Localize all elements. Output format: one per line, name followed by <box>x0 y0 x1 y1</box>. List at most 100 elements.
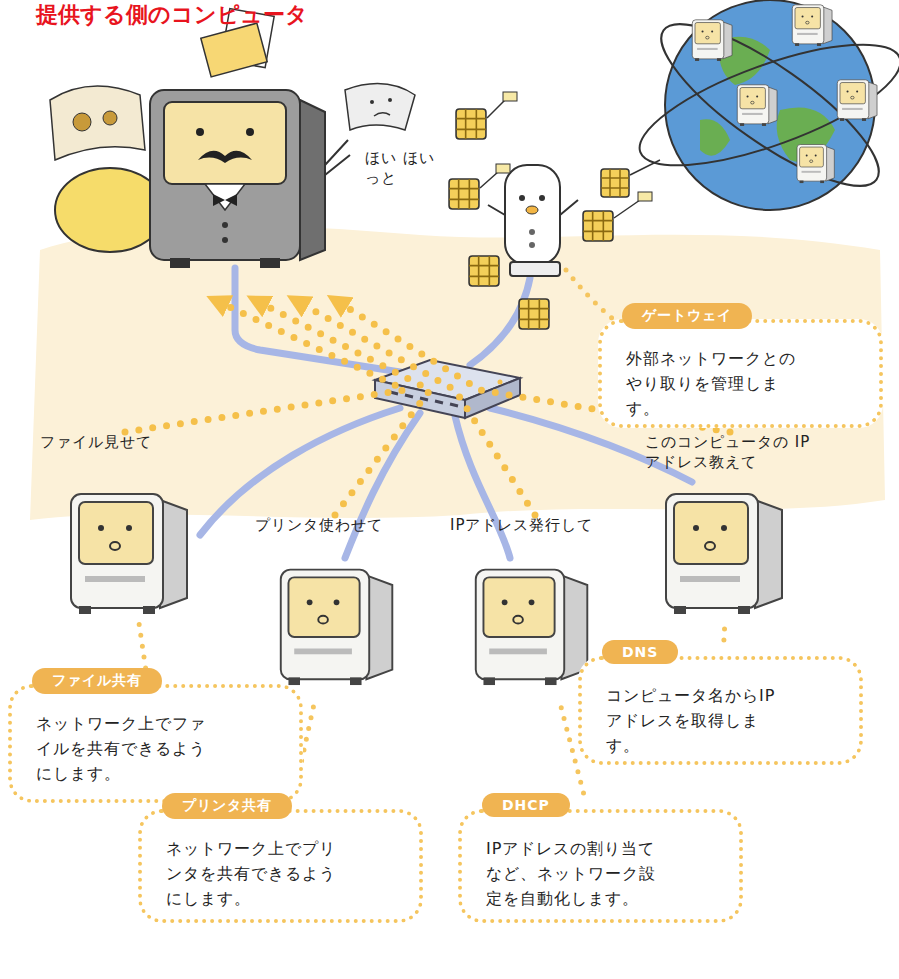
packet <box>449 179 479 209</box>
server-speech: ほい ほいっと <box>365 148 445 189</box>
callout-box: DNS コンピュータ名からIPアドレスを取得します。 <box>578 640 863 765</box>
callout-frame: コンピュータ名からIPアドレスを取得します。 <box>578 656 863 765</box>
gear <box>73 113 91 131</box>
callout-leader <box>139 624 146 668</box>
request-line <box>255 300 430 515</box>
callout-box: ゲートウェイ外部ネットワークとのやり取りを管理します。 <box>598 303 883 428</box>
router-eye <box>539 195 545 201</box>
callout-leader <box>566 270 612 318</box>
server-eye <box>246 128 254 136</box>
background-blob <box>30 226 885 520</box>
server-eye <box>196 128 204 136</box>
orbit-line <box>642 0 899 211</box>
packet-tag <box>503 92 517 101</box>
packet-string <box>480 100 660 218</box>
packet-tag <box>496 164 510 173</box>
callout-box: DHCP IPアドレスの割り当てなど、ネットワーク設定を自動化します。 <box>458 793 743 923</box>
request-speech: プリンタ使わせて <box>255 515 425 535</box>
packet <box>583 211 613 241</box>
callout-box: プリンタ共有ネットワーク上でプリンタを共有できるようにします。 <box>138 793 423 923</box>
client-computer <box>666 494 782 614</box>
cable <box>200 408 400 535</box>
hub-ports <box>390 392 458 406</box>
router-body <box>505 165 560 265</box>
printout-eye <box>388 98 392 102</box>
server-node: ほい ほいっと <box>140 40 440 300</box>
button <box>222 222 228 228</box>
printout-mouth <box>374 113 390 116</box>
client-computer <box>476 570 588 685</box>
money-bag <box>55 168 165 252</box>
callout-heading: DNS <box>602 640 678 664</box>
client-node: このコンピュータの IPアドレス教えて <box>630 432 830 624</box>
bowtie <box>213 194 237 206</box>
server-character <box>50 9 415 268</box>
callout-heading: ゲートウェイ <box>622 303 752 329</box>
request-speech: IPアドレス発行して <box>450 515 628 535</box>
packet <box>601 169 629 197</box>
callout-frame: 外部ネットワークとのやり取りを管理します。 <box>598 319 883 428</box>
client-node: プリンタ使わせて <box>240 515 430 700</box>
callout-leader <box>559 700 583 793</box>
orbit-line <box>627 20 899 190</box>
remote-computer <box>837 80 877 121</box>
router-base <box>510 262 560 276</box>
callout-heading: プリンタ共有 <box>162 793 292 819</box>
callout-box: ファイル共有ネットワーク上でファイルを共有できるようにします。 <box>8 668 303 803</box>
router-light <box>529 229 535 235</box>
request-speech: ファイル見せて <box>40 432 210 452</box>
mustache <box>198 151 252 163</box>
hub <box>375 360 520 418</box>
packets <box>449 92 660 329</box>
remote-computer <box>692 20 732 61</box>
remote-computer <box>797 145 834 184</box>
remote-computer <box>792 5 832 46</box>
server-foot <box>260 258 280 268</box>
client-computer <box>281 570 393 685</box>
callout-heading: ファイル共有 <box>32 668 162 694</box>
router-beak <box>526 206 538 214</box>
packet <box>456 109 486 139</box>
folder <box>201 23 267 77</box>
client-computer <box>71 494 187 614</box>
router-eye <box>519 195 525 201</box>
router-arm <box>488 200 578 215</box>
diagram-title: 提供する側のコンピュータ <box>36 0 308 30</box>
callout-frame: ネットワーク上でプリンタを共有できるようにします。 <box>138 809 423 923</box>
callout-heading: DHCP <box>482 793 570 817</box>
hub-light <box>498 380 503 385</box>
cable <box>345 413 420 558</box>
cable <box>235 268 400 372</box>
server-foot <box>170 258 190 268</box>
server-hand <box>325 140 350 175</box>
callout-leader <box>295 700 315 793</box>
globe <box>627 0 899 211</box>
callout-text: 外部ネットワークとのやり取りを管理します。 <box>626 347 804 421</box>
request-line <box>335 300 730 432</box>
callout-frame: ネットワーク上でファイルを共有できるようにします。 <box>8 684 303 803</box>
remote-computer <box>737 85 777 126</box>
request-line <box>125 300 405 432</box>
router-light <box>529 242 535 248</box>
callout-text: コンピュータ名からIPアドレスを取得します。 <box>606 684 784 758</box>
printout-eye <box>370 100 374 104</box>
callout-text: IPアドレスの割り当てなど、ネットワーク設定を自動化します。 <box>486 837 664 911</box>
server-side <box>300 100 325 260</box>
continent <box>700 119 730 155</box>
server-screen <box>164 102 286 184</box>
printout <box>345 84 415 130</box>
hub-front <box>375 380 465 418</box>
packet <box>519 299 549 329</box>
hub-side <box>465 378 520 418</box>
cable <box>455 416 510 558</box>
packet-tag <box>638 192 652 201</box>
server-body <box>150 90 300 260</box>
gear <box>103 111 117 125</box>
callout-text: ネットワーク上でファイルを共有できるようにします。 <box>36 712 214 786</box>
callout-leader <box>721 624 727 640</box>
collar <box>205 184 245 210</box>
request-line <box>295 300 535 515</box>
